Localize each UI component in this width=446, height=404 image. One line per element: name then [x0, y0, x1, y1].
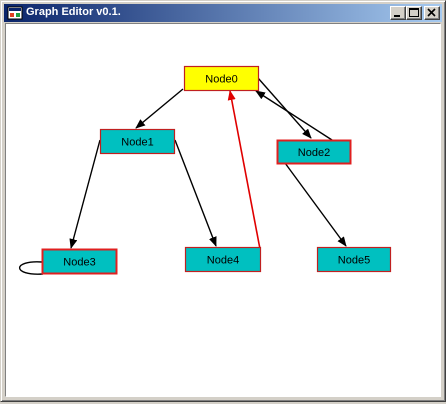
node-box[interactable]: [41, 248, 118, 275]
node-label: Node5: [338, 255, 370, 267]
node-box[interactable]: [183, 65, 260, 92]
node-box[interactable]: [184, 246, 262, 273]
close-icon: [427, 8, 436, 17]
node-label: Node0: [205, 74, 237, 86]
node-n1[interactable]: Node1: [99, 128, 176, 155]
maximize-icon: [409, 8, 419, 17]
edge-n4-n0[interactable]: [227, 90, 261, 250]
app-icon[interactable]: [7, 5, 23, 21]
node-label: Node4: [207, 255, 239, 267]
node-n0[interactable]: Node0: [183, 65, 260, 92]
edge-n0-n1[interactable]: [135, 88, 184, 129]
node-box[interactable]: [316, 246, 392, 273]
edge-n2-n0[interactable]: [255, 90, 333, 141]
window-title: Graph Editor v0.1.: [26, 6, 121, 18]
node-box[interactable]: [276, 139, 352, 165]
edge-n3-n3[interactable]: [19, 261, 44, 275]
minimize-button[interactable]: [390, 6, 406, 20]
edge-n1-n4[interactable]: [174, 139, 217, 247]
title-bar[interactable]: Graph Editor v0.1.: [4, 4, 442, 22]
edge-n1-n3[interactable]: [69, 139, 101, 249]
edge-n0-n2[interactable]: [257, 77, 312, 139]
minimize-icon: [394, 15, 400, 17]
node-label: Node3: [63, 257, 95, 269]
node-box[interactable]: [99, 128, 176, 155]
node-label: Node2: [298, 147, 330, 159]
maximize-button[interactable]: [406, 6, 422, 20]
edge-n2-n5[interactable]: [284, 162, 347, 247]
node-n3[interactable]: Node3: [41, 248, 118, 275]
close-button[interactable]: [424, 6, 440, 20]
node-n5[interactable]: Node5: [316, 246, 392, 273]
node-n2[interactable]: Node2: [276, 139, 352, 165]
node-label: Node1: [121, 137, 153, 149]
node-n4[interactable]: Node4: [184, 246, 262, 273]
